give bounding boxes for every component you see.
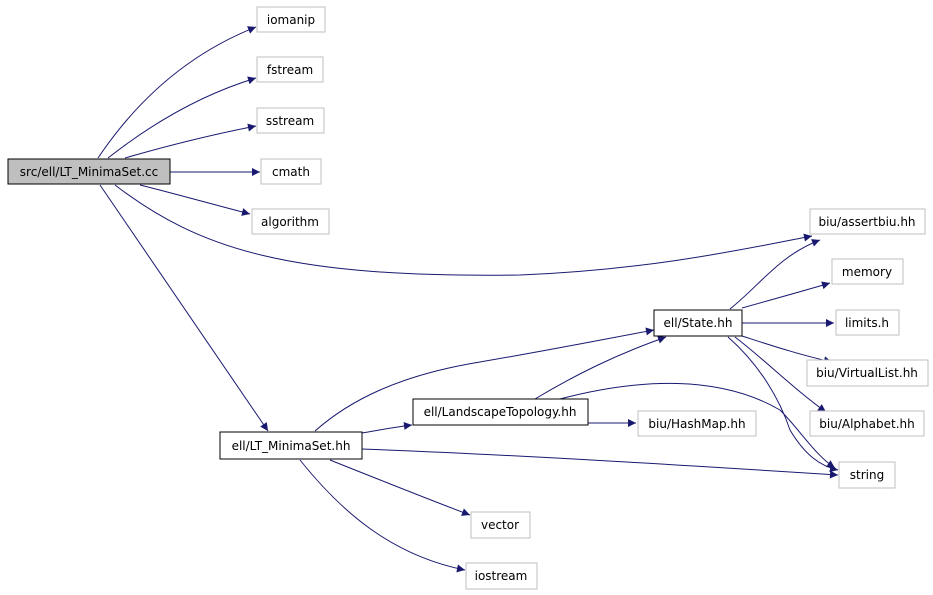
node-fstream[interactable]: fstream bbox=[256, 56, 324, 83]
node-memory[interactable]: memory bbox=[831, 258, 904, 285]
edge-ltminimaset-to-iostream bbox=[299, 459, 466, 573]
edge-state-to-string bbox=[727, 336, 839, 473]
node-sstream[interactable]: sstream bbox=[256, 107, 325, 134]
edge-ltminimaset-to-string bbox=[361, 448, 839, 479]
edge-layer bbox=[97, 26, 839, 573]
node-biu-virtuallist-hh[interactable]: biu/VirtualList.hh bbox=[806, 359, 929, 387]
edge-state-to-virtuallist bbox=[741, 335, 833, 365]
edge-root-to-sstream bbox=[124, 123, 257, 159]
node-biu-assertbiu-hh[interactable]: biu/assertbiu.hh bbox=[809, 208, 926, 235]
node-ell-landscapetopology-hh[interactable]: ell/LandscapeTopology.hh bbox=[412, 398, 589, 426]
node-string[interactable]: string bbox=[838, 461, 896, 489]
node-layer: src/ell/LT_MinimaSet.cc iomanip fstream … bbox=[7, 6, 929, 590]
node-ell-lt-minimaset-hh[interactable]: ell/LT_MinimaSet.hh bbox=[219, 431, 363, 460]
edge-ltminimaset-to-state bbox=[314, 327, 655, 432]
svg-text:vector: vector bbox=[481, 518, 519, 532]
node-limits-h[interactable]: limits.h bbox=[835, 309, 900, 336]
edge-root-to-assertbiu bbox=[114, 184, 813, 276]
edge-state-to-assertbiu bbox=[729, 239, 821, 310]
node-biu-hashmap-hh[interactable]: biu/HashMap.hh bbox=[637, 410, 757, 437]
svg-text:string: string bbox=[850, 468, 884, 482]
node-iomanip[interactable]: iomanip bbox=[256, 6, 326, 33]
svg-text:fstream: fstream bbox=[267, 63, 313, 77]
edge-state-to-alphabet bbox=[734, 336, 827, 413]
svg-text:biu/Alphabet.hh: biu/Alphabet.hh bbox=[819, 417, 914, 431]
svg-text:iomanip: iomanip bbox=[267, 13, 315, 27]
svg-text:biu/assertbiu.hh: biu/assertbiu.hh bbox=[818, 215, 915, 229]
edge-root-to-algorithm bbox=[139, 184, 251, 216]
svg-text:biu/VirtualList.hh: biu/VirtualList.hh bbox=[816, 366, 918, 380]
edge-root-to-ltminimaset bbox=[99, 184, 269, 432]
node-vector[interactable]: vector bbox=[470, 511, 531, 539]
svg-text:ell/LandscapeTopology.hh: ell/LandscapeTopology.hh bbox=[424, 405, 577, 419]
node-cmath[interactable]: cmath bbox=[260, 158, 322, 185]
svg-text:sstream: sstream bbox=[266, 114, 314, 128]
svg-text:algorithm: algorithm bbox=[261, 215, 319, 229]
edge-ltminimaset-to-vector bbox=[329, 459, 471, 516]
node-iostream[interactable]: iostream bbox=[465, 562, 538, 590]
edge-landscape-to-state bbox=[534, 335, 667, 400]
node-biu-alphabet-hh[interactable]: biu/Alphabet.hh bbox=[809, 410, 925, 437]
svg-text:cmath: cmath bbox=[272, 165, 310, 179]
edge-root-to-fstream bbox=[107, 76, 257, 159]
edge-root-to-iomanip bbox=[97, 26, 257, 159]
svg-text:src/ell/LT_MinimaSet.cc: src/ell/LT_MinimaSet.cc bbox=[20, 165, 158, 179]
edge-state-to-memory bbox=[741, 281, 831, 309]
svg-text:biu/HashMap.hh: biu/HashMap.hh bbox=[648, 417, 745, 431]
edge-landscape-to-string bbox=[559, 382, 836, 469]
edge-ltminimaset-to-landscape bbox=[361, 421, 413, 434]
node-src-ell-lt-minimaset-cc[interactable]: src/ell/LT_MinimaSet.cc bbox=[7, 158, 171, 185]
svg-text:ell/State.hh: ell/State.hh bbox=[664, 316, 733, 330]
node-algorithm[interactable]: algorithm bbox=[251, 208, 330, 235]
svg-text:ell/LT_MinimaSet.hh: ell/LT_MinimaSet.hh bbox=[232, 439, 351, 453]
node-ell-state-hh[interactable]: ell/State.hh bbox=[653, 309, 743, 337]
svg-text:limits.h: limits.h bbox=[845, 316, 889, 330]
svg-text:iostream: iostream bbox=[475, 569, 528, 583]
svg-text:memory: memory bbox=[842, 265, 892, 279]
